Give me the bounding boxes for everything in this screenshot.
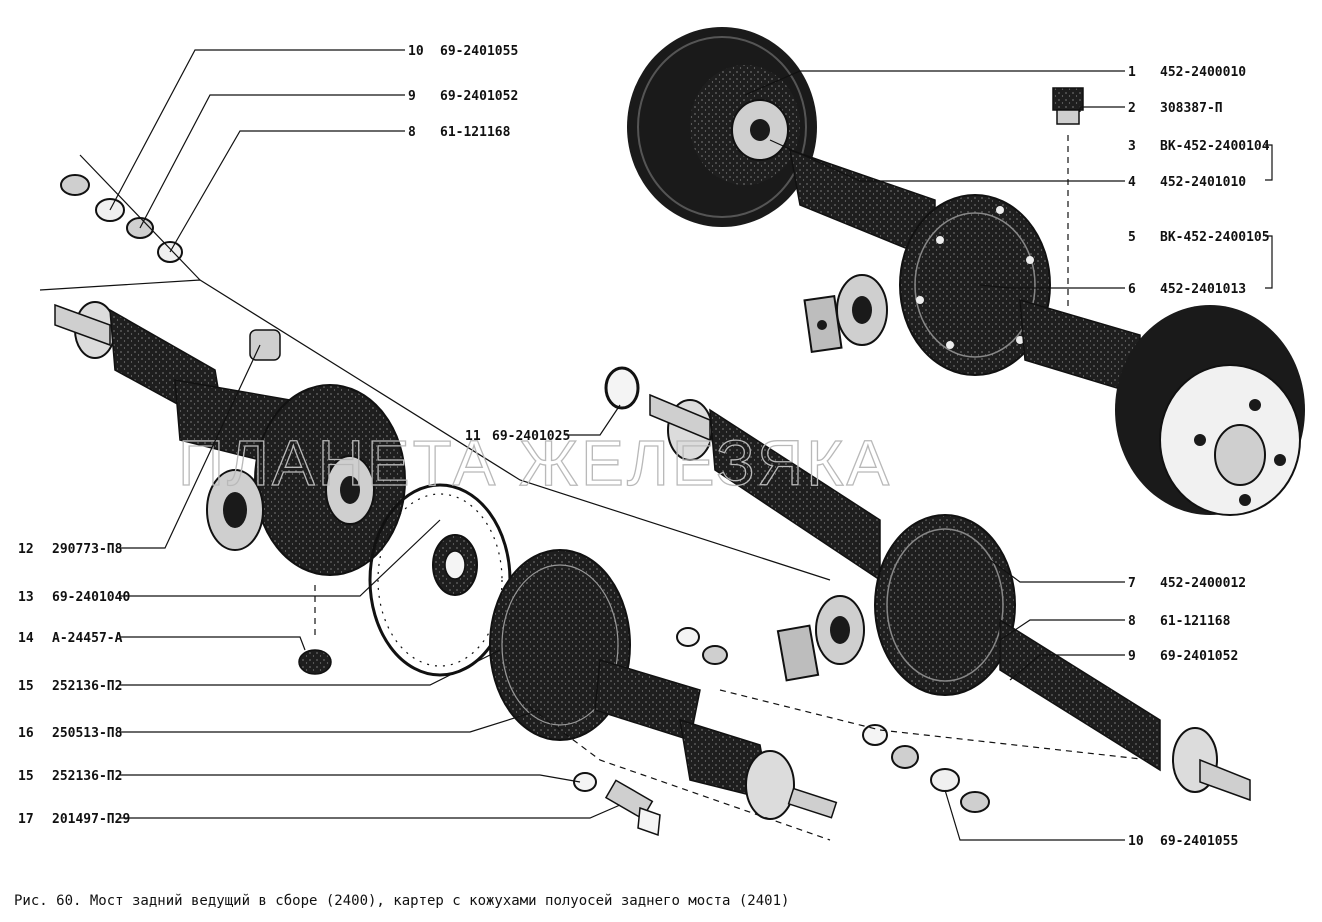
callout-num-10-right: 10 — [1128, 834, 1144, 849]
callout-num-9-right: 9 — [1128, 649, 1136, 664]
breather-plug — [1052, 87, 1084, 310]
callout-labels: 1 452-2400010 2 308387-П 3 ВК-452-240010… — [18, 44, 1270, 849]
callout-part-16: 250513-П8 — [52, 726, 123, 741]
watermark: ПЛАНЕТА ЖЕЛЕЗЯКА — [178, 427, 892, 499]
lock-nut-washer-set-right — [862, 724, 990, 813]
axle-housing-with-tubes — [649, 393, 1251, 802]
callout-part-5: ВК-452-2400105 — [1160, 230, 1270, 245]
callout-num-4: 4 — [1128, 175, 1136, 190]
callout-part-17: 201497-П29 — [52, 812, 130, 827]
callout-num-12: 12 — [18, 542, 34, 557]
callout-num-13: 13 — [18, 590, 34, 605]
callout-num-11: 11 — [465, 429, 481, 444]
callout-num-5: 5 — [1128, 230, 1136, 245]
callout-num-15-upper: 15 — [18, 679, 34, 694]
callout-part-15-lower: 252136-П2 — [52, 769, 122, 784]
callout-part-9-right: 69-2401052 — [1160, 649, 1238, 664]
right-housing-half — [489, 549, 838, 820]
callout-num-8-left: 8 — [408, 125, 416, 140]
callout-part-6: 452-2401013 — [1160, 282, 1246, 297]
callout-num-1: 1 — [1128, 65, 1136, 80]
assembled-rear-axle — [627, 27, 1305, 516]
callout-num-16: 16 — [18, 726, 34, 741]
leader-lines — [109, 49, 1273, 841]
callout-part-7: 452-2400012 — [1160, 576, 1246, 591]
callout-part-9-left: 69-2401052 — [440, 89, 518, 104]
callout-part-10-right: 69-2401055 — [1160, 834, 1238, 849]
callout-num-15-lower: 15 — [18, 769, 34, 784]
callout-num-7: 7 — [1128, 576, 1136, 591]
callout-part-11: 69-2401025 — [492, 429, 570, 444]
callout-part-1: 452-2400010 — [1160, 65, 1246, 80]
callout-part-8-left: 61-121168 — [440, 125, 511, 140]
callout-num-9-left: 9 — [408, 89, 416, 104]
callout-num-2: 2 — [1128, 101, 1136, 116]
callout-part-3: ВК-452-2400104 — [1160, 139, 1270, 154]
lock-nut-washer-set-left — [60, 174, 183, 263]
drain-plug — [298, 585, 332, 675]
callout-part-2: 308387-П — [1160, 101, 1223, 116]
left-housing-half — [54, 301, 406, 576]
bolt-and-washer — [573, 627, 728, 837]
callout-part-12: 290773-П8 — [52, 542, 123, 557]
bearing — [432, 534, 478, 596]
callout-num-3: 3 — [1128, 139, 1136, 154]
callout-part-10-left: 69-2401055 — [440, 44, 518, 59]
callout-num-8-right: 8 — [1128, 614, 1136, 629]
callout-part-8-right: 61-121168 — [1160, 614, 1231, 629]
figure-caption: Рис. 60. Мост задний ведущий в сборе (24… — [14, 893, 790, 909]
assembly-guide-lines — [39, 154, 1151, 841]
callout-num-17: 17 — [18, 812, 34, 827]
callout-num-10-left: 10 — [408, 44, 424, 59]
callout-num-6: 6 — [1128, 282, 1136, 297]
callout-num-14: 14 — [18, 631, 34, 646]
callout-part-15-upper: 252136-П2 — [52, 679, 122, 694]
callout-part-13: 69-2401040 — [52, 590, 130, 605]
callout-part-4: 452-2401010 — [1160, 175, 1246, 190]
seal-ring — [604, 366, 640, 410]
callout-part-14: А-24457-А — [52, 631, 123, 646]
